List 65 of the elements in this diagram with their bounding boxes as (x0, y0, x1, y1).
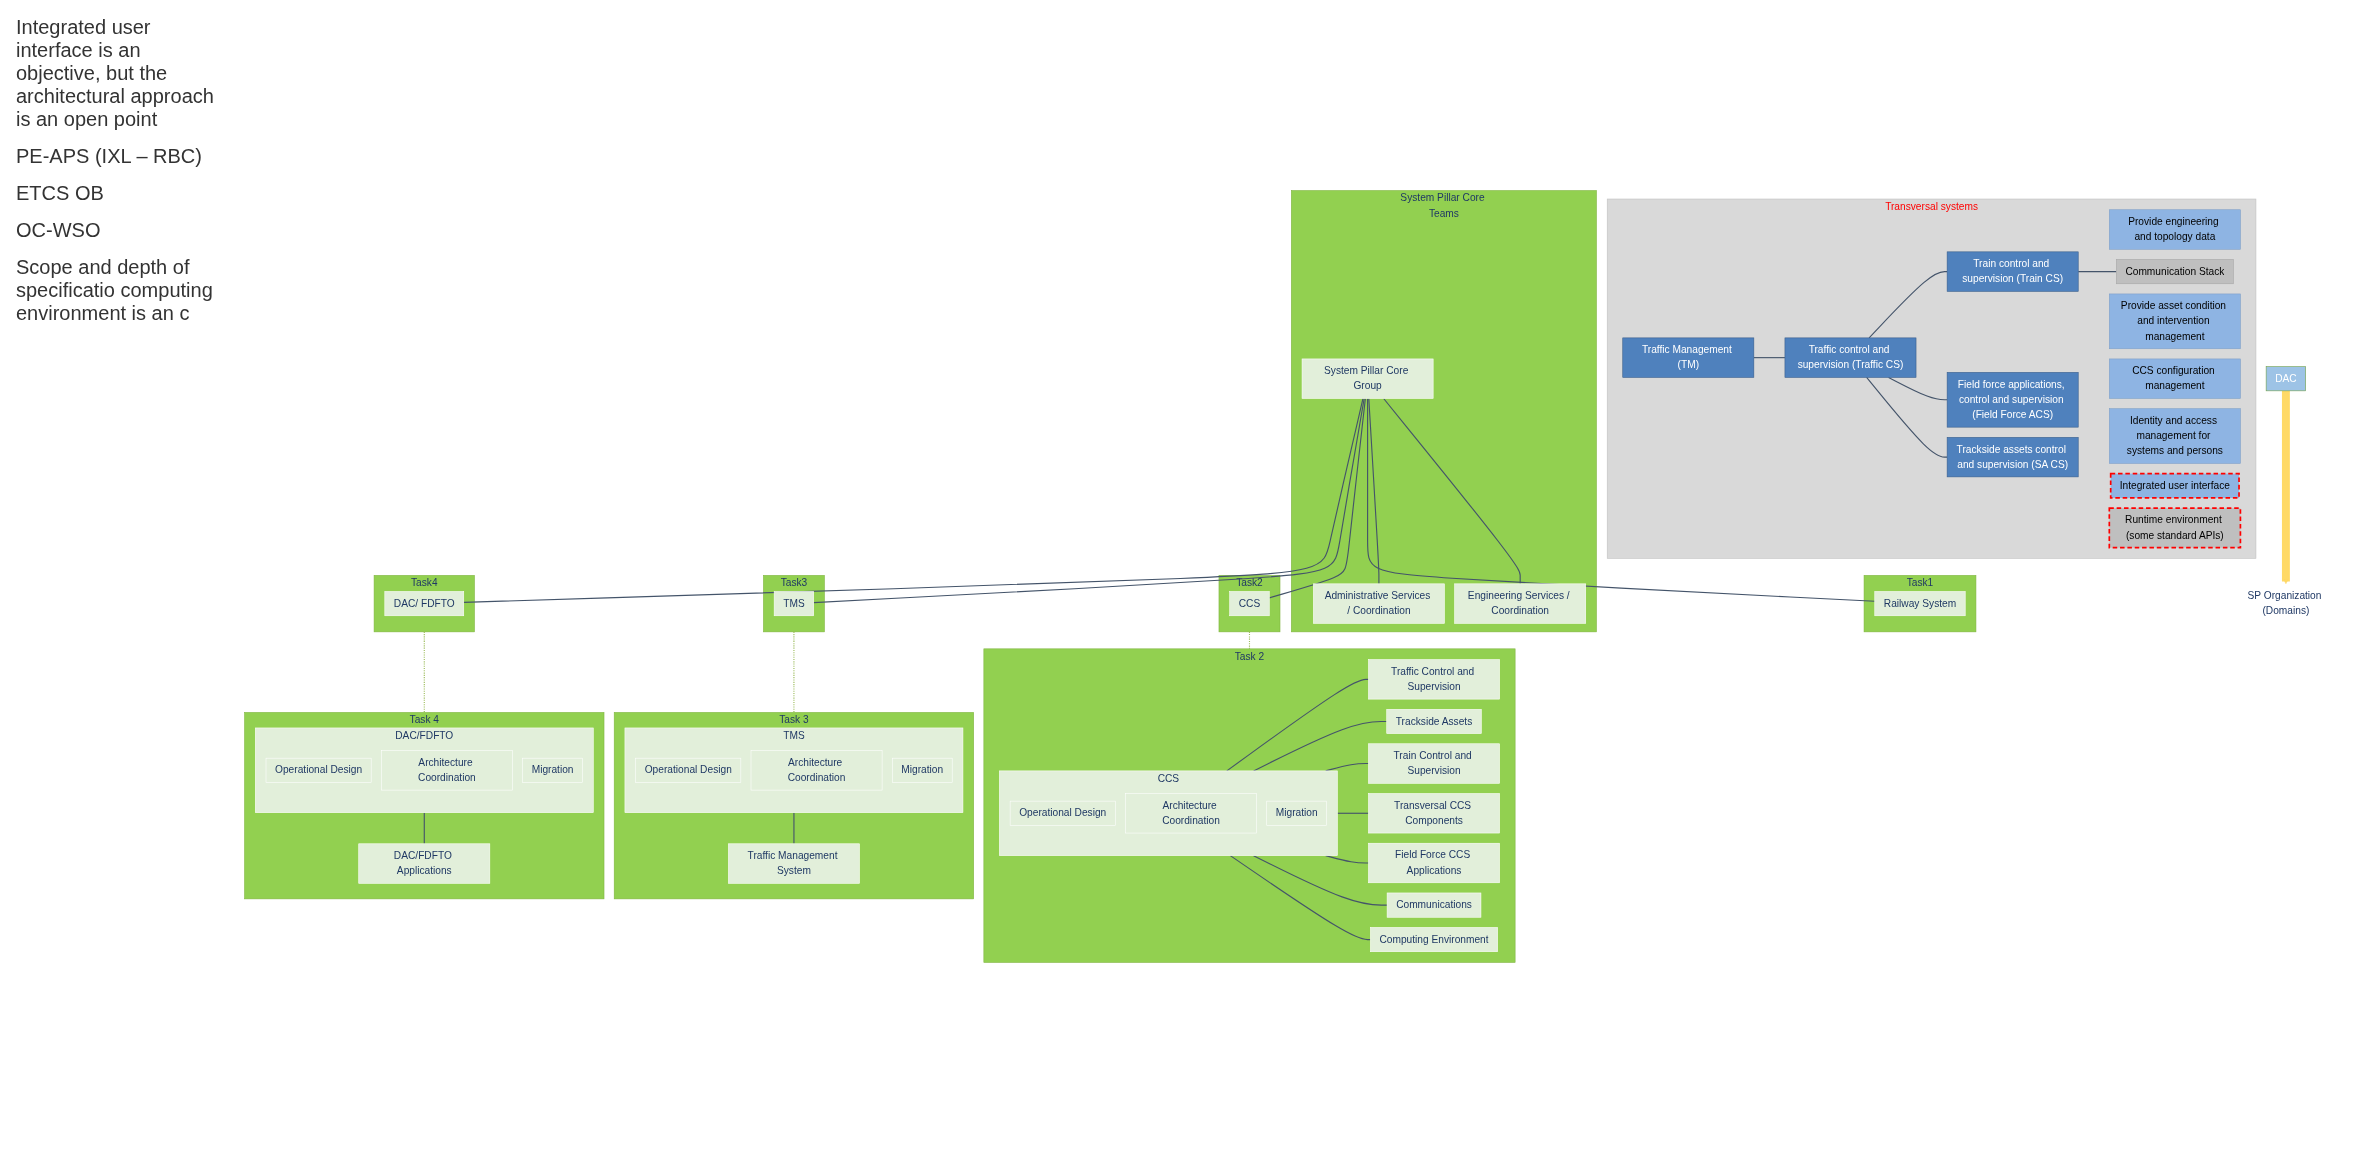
node-box: TMS (773, 590, 814, 616)
node-box: Traffic control and supervision (Traffic CS) (1784, 337, 1917, 378)
connector (1325, 854, 1370, 864)
connector (813, 397, 1365, 603)
node-box: CCS (1229, 590, 1270, 616)
node-box: Field Force CCS Applications (1368, 842, 1500, 883)
node-box: Migration (522, 757, 583, 783)
node-box: Trackside Assets (1386, 708, 1482, 734)
node-box: Architecture Coordination (750, 749, 883, 790)
connector (1336, 812, 1370, 814)
arrow (2281, 390, 2290, 584)
node-box: Provide engineering and topology data (2109, 208, 2241, 250)
connector (793, 630, 795, 713)
node-box: Operational Design (1009, 800, 1116, 826)
connector (1367, 397, 1876, 602)
node-box: System Pillar Core Group (1301, 358, 1434, 399)
node-box: Train control and supervision (Train CS) (1946, 251, 2079, 292)
node-box: Traffic Control and Supervision (1368, 658, 1500, 699)
node-box: Transversal CCS Components (1368, 792, 1500, 833)
connector (1368, 397, 1380, 584)
annotation-text: PE-APS (IXL – RBC) (16, 145, 203, 168)
connector (1888, 376, 1948, 400)
node-box: Trackside assets control and supervision (SA CS) (1946, 436, 2079, 477)
connector (1229, 854, 1371, 940)
node-box: Communications (1386, 892, 1482, 918)
node-box: Engineering Services / Coordination (1454, 583, 1586, 624)
connector (1248, 630, 1251, 649)
connector (423, 630, 425, 713)
node-box: Traffic Management System (728, 843, 860, 884)
connector (1253, 720, 1388, 771)
connector (1753, 356, 1786, 358)
node-box: Architecture Coordination (381, 749, 513, 790)
node-box: Train Control and Supervision (1368, 743, 1500, 784)
connector (793, 811, 795, 844)
node-box: Computing Environment (1370, 926, 1498, 952)
annotation-text: Scope and depth of specificatio computing environment is an c (16, 256, 214, 325)
node-box: Migration (892, 757, 953, 783)
node-box: Integrated user interface (2109, 472, 2240, 499)
connector (1866, 376, 1948, 458)
connector (1253, 854, 1388, 906)
connector (1268, 397, 1366, 598)
node-box: DAC/FDFTO Applications (358, 843, 491, 884)
node-box: Communication Stack (2116, 258, 2234, 284)
node-box: Operational Design (635, 757, 742, 783)
connector (1226, 678, 1370, 771)
node-box: Railway System (1874, 590, 1966, 616)
connector (1868, 270, 1948, 338)
node-box: Administrative Services / Coordination (1313, 583, 1445, 624)
node-box: Runtime environment (some standard APIs) (2108, 506, 2242, 548)
connector (1383, 397, 1521, 584)
annotation-text: Integrated user interface is an objective, but the architectural approach is an open point (16, 16, 215, 131)
annotation-text: ETCS OB (16, 182, 105, 205)
connector (2077, 270, 2117, 272)
node-box: Traffic Management (TM) (1622, 337, 1755, 378)
connector (423, 811, 425, 844)
node-box: Architecture Coordination (1125, 792, 1257, 833)
node-box: Identity and access management for systems and persons (2109, 407, 2241, 464)
annotation-text: OC-WSO (16, 219, 102, 242)
node-box: Provide asset condition and intervention management (2109, 293, 2241, 349)
node-box: DAC (2265, 365, 2306, 391)
node-box: Field force applications, control and supervision (Field Force ACS) (1946, 371, 2079, 427)
node-text: SP Organization (Domains) (2247, 589, 2322, 617)
node-box: CCS configuration management (2109, 358, 2241, 399)
node-box: DAC/ FDFTO (384, 590, 465, 616)
connector (463, 397, 1364, 603)
